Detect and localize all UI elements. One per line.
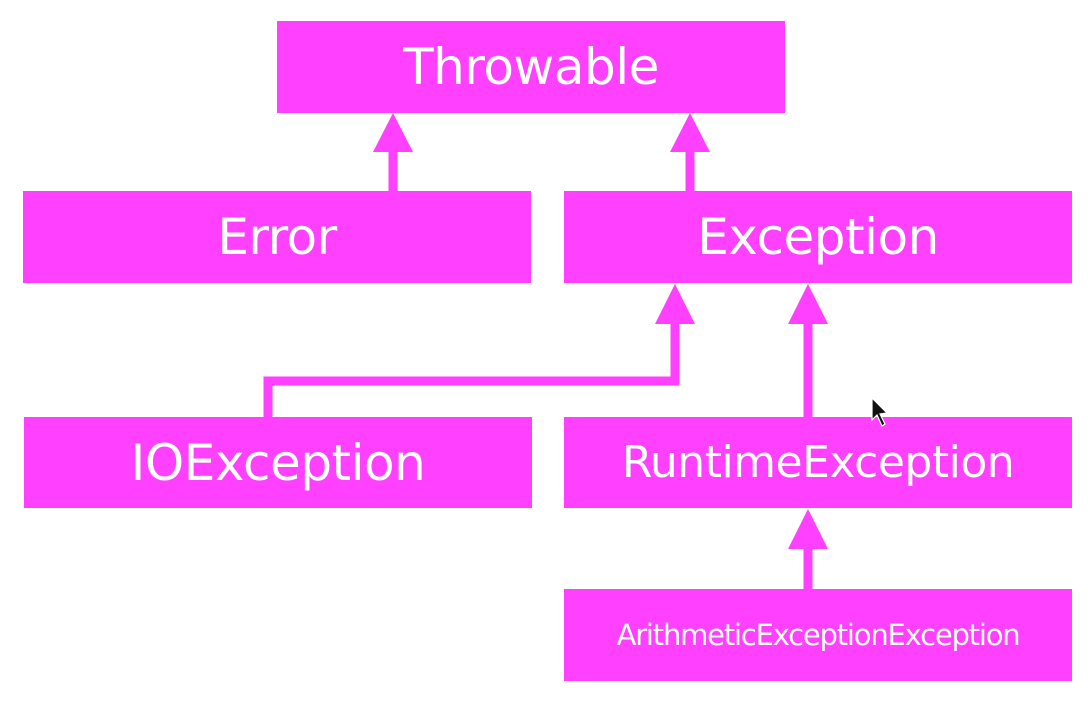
- node-label: Throwable: [403, 38, 659, 96]
- node-runtime-exception: RuntimeException: [564, 417, 1072, 508]
- arrow-head: [373, 113, 413, 152]
- node-label: Error: [217, 208, 337, 266]
- node-arithmetic-exception: ArithmeticExceptionException: [564, 589, 1072, 681]
- edge-error-to-throwable: [373, 113, 413, 191]
- node-label: ArithmeticExceptionException: [616, 618, 1021, 652]
- arrow-head: [788, 284, 828, 324]
- arrow-head: [788, 509, 828, 549]
- node-error: Error: [23, 191, 531, 283]
- arrow-head: [670, 113, 710, 152]
- edge-exception-to-throwable: [670, 113, 710, 191]
- edge-line: [263, 322, 680, 417]
- node-ioexception: IOException: [24, 417, 532, 508]
- node-label: Exception: [697, 208, 939, 266]
- edge-arithmetic-to-runtime: [788, 509, 828, 589]
- edge-ioexception-to-exception: [263, 284, 695, 417]
- node-throwable: Throwable: [277, 21, 785, 113]
- node-label: IOException: [130, 433, 426, 492]
- node-label: RuntimeException: [621, 437, 1015, 488]
- edge-runtime-to-exception: [788, 284, 828, 417]
- arrow-head: [655, 284, 695, 324]
- node-exception: Exception: [564, 191, 1072, 283]
